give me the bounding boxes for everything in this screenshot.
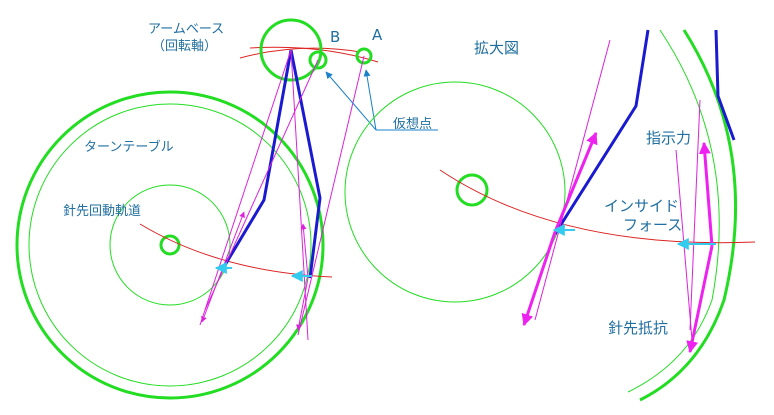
stylus-track-label: 針先回動軌道 bbox=[63, 203, 141, 219]
indicated-force-arrow bbox=[698, 141, 714, 247]
force-arrow bbox=[221, 211, 245, 271]
leader-arrow bbox=[325, 71, 377, 131]
force-arrow bbox=[296, 277, 309, 331]
arm-base-arc-2 bbox=[239, 47, 361, 59]
indicated-force-arrow bbox=[553, 131, 598, 233]
projection-line bbox=[199, 49, 292, 326]
turntable-inner-circle bbox=[28, 103, 312, 387]
enlarged-radius-line bbox=[439, 169, 756, 244]
enlarged-label: 拡大図 bbox=[474, 39, 519, 57]
enlarged-turntable-inner bbox=[627, 29, 720, 393]
enlarged-projection-line bbox=[534, 39, 611, 321]
projection-line bbox=[204, 59, 319, 311]
stylus-resistance-arrow bbox=[686, 245, 714, 354]
enlarged-turntable-edge bbox=[639, 29, 737, 402]
arm-base-label: アームベース bbox=[148, 22, 224, 37]
point-a-label: A bbox=[372, 26, 383, 44]
tonearm-line bbox=[220, 49, 293, 271]
point-b-circle bbox=[308, 50, 328, 70]
leader-arrow bbox=[363, 69, 377, 131]
tonearm-line-2 bbox=[289, 49, 322, 279]
point-b-label: B bbox=[330, 28, 340, 46]
turntable-outer-circle bbox=[15, 90, 325, 400]
virtual-point-label: 仮想点 bbox=[393, 116, 432, 132]
enlarged-tonearm-line-2 bbox=[714, 29, 736, 141]
enlarged-projection-line bbox=[689, 99, 701, 331]
enlarged-tonearm-line bbox=[553, 29, 650, 235]
record-label-circle bbox=[109, 184, 231, 306]
force-arrow bbox=[300, 223, 309, 279]
stylus-resistance-label: 針先抵抗 bbox=[608, 319, 668, 337]
arm-base-arc bbox=[249, 46, 379, 63]
turntable-label: ターンテーブル bbox=[84, 139, 174, 155]
projection-line bbox=[297, 55, 365, 336]
enlarged-spindle-circle bbox=[455, 173, 489, 207]
force-arrow bbox=[201, 269, 223, 323]
pivot-label: （回転軸） bbox=[152, 39, 217, 54]
indicated-force-label: 指示力 bbox=[646, 129, 691, 147]
arm-base-circle bbox=[259, 18, 323, 82]
inside-force-label-1: インサイド bbox=[604, 197, 679, 215]
enlarged-spindle-arc bbox=[344, 81, 566, 303]
inside-force-label-2: フォース bbox=[623, 216, 682, 234]
spindle-circle bbox=[159, 234, 181, 256]
stylus-resistance-arrow bbox=[521, 231, 557, 327]
point-a-circle bbox=[355, 47, 373, 65]
